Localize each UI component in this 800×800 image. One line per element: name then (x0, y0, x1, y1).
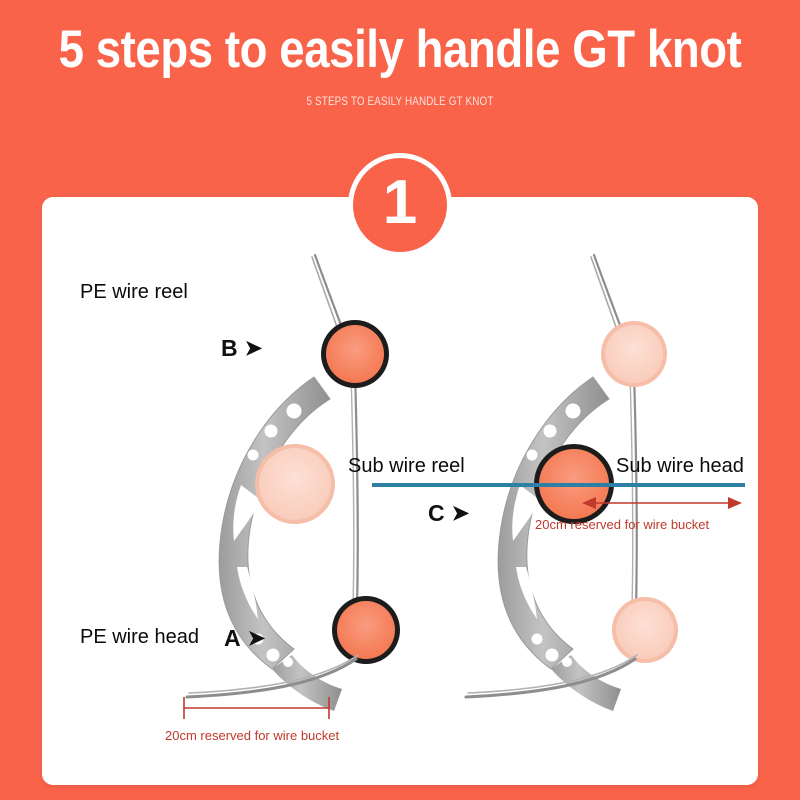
page-subtitle: 5 STEPS TO EASILY HANDLE GT KNOT (306, 94, 494, 108)
left-frame-hole (283, 657, 293, 667)
right-frame-hole (562, 657, 572, 667)
label-pe-wire-reel: PE wire reel (80, 281, 188, 303)
left-assembly (183, 253, 400, 719)
right-frame (497, 376, 610, 670)
right-wire-vertical (629, 371, 638, 638)
right-dimension-arrow (582, 497, 742, 509)
left-wire-vertical (350, 371, 359, 638)
right-wire-tail (464, 654, 638, 699)
left-circle-middle (255, 444, 335, 524)
step-number-badge: 1 (348, 153, 452, 257)
marker-a-letter: A (224, 625, 241, 651)
marker-c-letter: C (428, 500, 445, 526)
dimension-label-left: 20cm reserved for wire bucket (165, 728, 340, 743)
page-title: 5 steps to easily handle GT knot (58, 20, 742, 79)
marker-c: C➤ (428, 500, 469, 527)
label-sub-wire-head: Sub wire head (616, 455, 744, 477)
knot-diagram (183, 253, 745, 719)
marker-a: A➤ (224, 625, 265, 652)
content-card (42, 197, 758, 785)
left-dimension-line (183, 697, 330, 719)
header: 5 steps to easily handle GT knot 5 STEPS… (0, 0, 800, 160)
marker-b-arrow-icon: ➤ (244, 337, 263, 360)
step-number: 1 (382, 168, 418, 237)
marker-c-arrow-icon: ➤ (451, 502, 470, 525)
right-assembly (372, 253, 745, 711)
label-pe-wire-head: PE wire head (80, 626, 199, 648)
right-circle-bottom (612, 597, 678, 663)
right-frame-lower (551, 655, 621, 711)
right-circle-top (601, 321, 667, 387)
left-circle-top (321, 320, 389, 388)
marker-b-letter: B (221, 335, 238, 361)
left-circle-bottom (332, 596, 400, 664)
left-wire-tail (185, 654, 359, 699)
marker-b: B➤ (221, 335, 262, 362)
left-frame (218, 376, 331, 670)
dimension-label-right: 20cm reserved for wire bucket (535, 517, 710, 532)
marker-a-arrow-icon: ➤ (247, 627, 266, 650)
left-frame-lower (272, 655, 342, 711)
label-sub-wire-reel: Sub wire reel (348, 455, 465, 477)
